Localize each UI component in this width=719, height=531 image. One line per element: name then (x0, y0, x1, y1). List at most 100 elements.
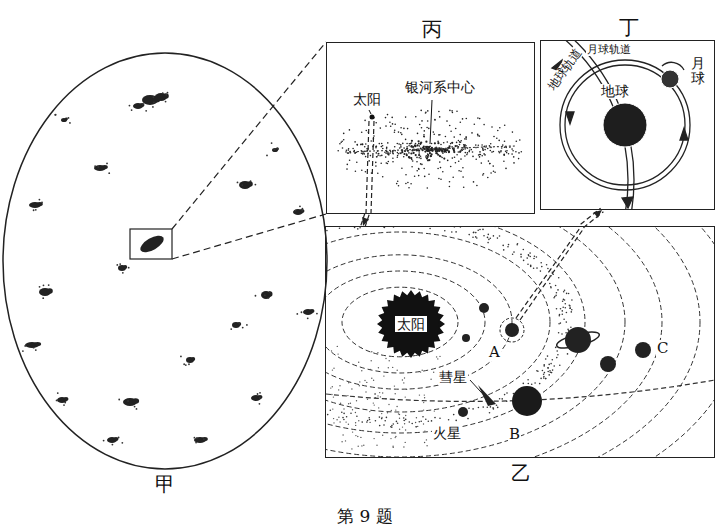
star-dot (342, 147, 344, 149)
stipple-dot (423, 423, 424, 424)
star-dot (435, 152, 437, 154)
star-dot (425, 112, 427, 114)
asteroid-dot (534, 382, 536, 384)
star-dot (498, 140, 500, 142)
asteroid-dot (547, 268, 549, 270)
stipple-dot (388, 404, 389, 405)
stipple-dot (392, 367, 393, 368)
star-dot (468, 151, 470, 153)
asteroid-dot (555, 347, 557, 349)
asteroid-dot (357, 228, 359, 230)
star-dot (449, 125, 451, 127)
stipple-dot (358, 362, 359, 363)
asteroid-dot (563, 291, 565, 293)
star-dot (424, 151, 426, 153)
asteroid-dot (473, 232, 475, 234)
asteroid-dot (386, 417, 388, 419)
star-dot (421, 120, 423, 122)
asteroid-dot (571, 299, 573, 301)
asteroid-dot (420, 420, 422, 422)
stipple-dot (348, 424, 349, 425)
asteroid-dot (366, 421, 368, 423)
star-dot (428, 128, 430, 130)
star-speck (145, 110, 147, 112)
star-dot (456, 142, 458, 144)
star-speck (180, 356, 182, 358)
star-dot (357, 144, 359, 146)
stipple-dot (417, 426, 418, 427)
stipple-dot (359, 385, 360, 386)
star-dot (511, 148, 513, 150)
star-dot (467, 152, 469, 154)
asteroid-dot (540, 270, 542, 272)
stipple-dot (430, 379, 431, 380)
star-dot (398, 131, 400, 133)
stipple-dot (364, 380, 365, 381)
star-dot (375, 122, 377, 124)
star-speck (103, 440, 105, 442)
orbit-arrowhead (566, 112, 574, 124)
stipple-dot (424, 397, 425, 398)
orbit-label: 月球轨道 (586, 44, 632, 56)
star-speck (39, 286, 41, 288)
stipple-dot (389, 360, 390, 361)
asteroid-dot (501, 398, 503, 400)
star-dot (389, 153, 391, 155)
stipple-dot (378, 367, 379, 368)
star-speck (68, 117, 70, 119)
stipple-dot (426, 439, 427, 440)
star-dot (388, 154, 390, 156)
sun-label: 太阳 (394, 315, 428, 333)
asteroid-dot (551, 372, 553, 374)
star-dot (475, 159, 477, 161)
asteroid-dot (549, 283, 551, 285)
star-dot (441, 157, 443, 159)
asteroid-dot (508, 244, 510, 246)
star-dot (390, 126, 392, 128)
asteroid-dot (434, 417, 436, 419)
asteroid-dot (536, 267, 538, 269)
asteroid-dot (483, 235, 485, 237)
body-label: 月球 (690, 56, 706, 87)
star-dot (501, 147, 503, 149)
asteroid-dot (384, 227, 386, 228)
galaxy-blob (102, 165, 108, 169)
asteroid-dot (547, 367, 549, 369)
star-dot (434, 142, 436, 144)
mars-planet (458, 407, 468, 417)
asteroid-dot (428, 420, 430, 422)
asteroid-belt (326, 227, 573, 450)
stipple-dot (399, 418, 400, 419)
asteroid-dot (559, 314, 561, 316)
star-speck (296, 313, 298, 315)
star-speck (242, 327, 244, 329)
star-dot (453, 136, 455, 138)
star-dot (382, 148, 384, 150)
star-dot (483, 146, 485, 148)
star-speck (230, 328, 232, 330)
stipple-dot (395, 393, 396, 394)
ellipse-outline (2, 52, 328, 470)
asteroid-dot (496, 405, 498, 407)
asteroid-dot (570, 307, 572, 309)
orbit-ring (326, 227, 700, 457)
star-dot (505, 168, 507, 170)
figure-caption: 第 9 题 (337, 507, 393, 526)
star-dot (449, 110, 451, 112)
stipple-dot (419, 394, 420, 395)
star-speck (106, 163, 108, 165)
stipple-dot (404, 423, 405, 424)
star-dot (502, 144, 504, 146)
asteroid-dot (482, 406, 484, 408)
star-dot (452, 157, 454, 159)
stipple-dot (360, 437, 361, 438)
star-dot (384, 151, 386, 153)
star-dot (381, 143, 383, 145)
star-dot (397, 180, 399, 182)
star-speck (39, 199, 41, 201)
orbit-arrowhead (622, 197, 633, 208)
star-speck (237, 182, 239, 184)
star-speck (167, 92, 169, 94)
star-dot (408, 145, 410, 147)
star-dot (397, 155, 399, 157)
